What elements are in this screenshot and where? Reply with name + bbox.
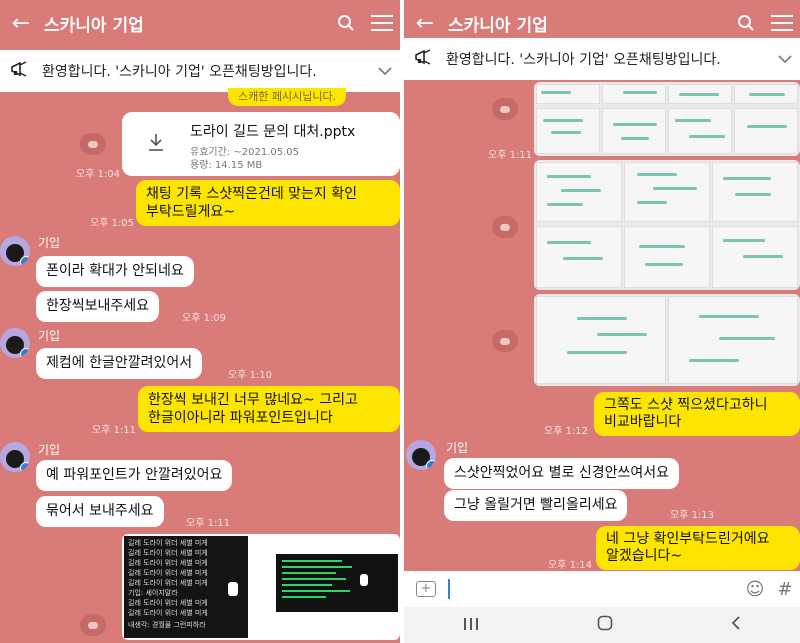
message-line: 부탁드릴게요~: [146, 204, 236, 220]
hash-icon[interactable]: #: [777, 578, 793, 600]
top-bar: ← 스카니아 기업: [0, 0, 400, 46]
plus-icon[interactable]: +: [416, 581, 436, 597]
message-time: 오후 1:11: [186, 518, 231, 529]
image-attachment[interactable]: 길레 도라이 위더 셰별 미게 길레 도라이 위더 셰별 미게 길레 도라이 위…: [122, 534, 400, 640]
message-line: 알겠습니다~: [606, 548, 683, 564]
menu-icon[interactable]: [364, 15, 400, 31]
message-time: 오후 1:10: [228, 370, 273, 381]
other-message: 제컴에 한글안깔려있어서: [36, 348, 203, 379]
share-icon[interactable]: [80, 614, 106, 636]
sender-name: 기입: [38, 443, 61, 457]
thumbnail-text: 길레 도라이 위더 셰별 미게: [128, 569, 208, 577]
screenshot-thumbnail: 길레 도라이 위더 셰별 미게 길레 도라이 위더 셰별 미게 길레 도라이 위…: [124, 536, 248, 638]
my-message: 그쪽도 스샷 찍으셨다고하니 비교바랍니다: [594, 392, 800, 436]
share-icon[interactable]: [80, 133, 106, 155]
chat-title: 스카니아 기업: [44, 15, 144, 36]
back-arrow-icon[interactable]: ←: [415, 10, 435, 36]
share-icon[interactable]: [492, 216, 518, 238]
text-caret: [448, 579, 450, 599]
chevron-down-icon[interactable]: [370, 63, 400, 79]
sender-name: 기입: [38, 236, 61, 250]
notice-text: 환영합니다. '스카니아 기업' 오픈채팅방입니다.: [446, 52, 721, 68]
chat-title: 스카니아 기업: [448, 15, 548, 36]
thumbnail-text: 길레 도라이 위더 셰별 미게: [128, 599, 208, 607]
avatar[interactable]: [0, 442, 30, 472]
thumbnail-text: 길레 도라이 위더 셰별 미게: [128, 559, 208, 567]
thumbnail-text: 길레 도라이 위더 셰별 미게: [128, 579, 208, 587]
file-attachment[interactable]: 도라이 길드 문의 대처.pptx 유효기간: ~2021.05.05 용량: …: [122, 112, 400, 176]
file-expiry: 유효기간: ~2021.05.05: [190, 147, 299, 158]
cursor-icon: [228, 582, 238, 596]
my-message: 네 그냥 확인부탁드린거에요 알겠습니다~: [596, 526, 800, 570]
image-attachment[interactable]: [534, 160, 800, 290]
message-line: 한글이아니라 파워포인트입니다: [148, 410, 333, 426]
android-nav-bar: [404, 607, 800, 643]
image-attachment[interactable]: [534, 294, 800, 386]
avatar[interactable]: [406, 440, 436, 470]
other-message: 그냥 올릴거면 빨리올리세요: [444, 490, 628, 521]
chat-screen-right: ← 스카니아 기업 환영합니다. '스카니아 기업' 오픈채팅방입니다. 오후 …: [404, 0, 800, 643]
host-badge-icon: [20, 256, 30, 266]
message-line: 비교바랍니다: [604, 414, 682, 430]
my-message: 한장씩 보내긴 너무 많네요~ 그리고 한글이아니라 파워포인트입니다: [138, 386, 400, 432]
file-size: 용량: 14.15 MB: [190, 160, 263, 171]
search-icon[interactable]: [328, 14, 364, 32]
thumbnail-text: 내생각: 경월물 그런피하라: [128, 621, 206, 629]
download-icon[interactable]: [144, 130, 168, 154]
message-time: 오후 1:14: [548, 560, 593, 571]
message-time: 오후 1:04: [76, 169, 121, 180]
host-badge-icon: [426, 460, 436, 470]
thumbnail-text: 길레 도라이 위더 셰별 미게: [128, 609, 208, 617]
other-message: 한장씩보내주세요: [36, 291, 160, 322]
home-icon[interactable]: [597, 615, 613, 636]
back-arrow-icon[interactable]: ←: [11, 10, 31, 36]
file-name: 도라이 길드 문의 대처.pptx: [190, 124, 356, 140]
message-input-bar: + ☺ #: [404, 571, 800, 607]
chevron-down-icon[interactable]: [770, 51, 800, 67]
megaphone-icon: [10, 61, 32, 81]
share-icon[interactable]: [492, 98, 518, 120]
partial-my-message: 스캐한 페시시닙니다.: [228, 88, 347, 106]
notice-banner[interactable]: 환영합니다. '스카니아 기업' 오픈채팅방입니다.: [404, 38, 800, 80]
host-badge-icon: [20, 348, 30, 358]
sender-name: 기입: [446, 441, 469, 455]
menu-icon[interactable]: [764, 15, 800, 31]
message-time: 오후 1:12: [544, 426, 589, 437]
other-message: 예 파워포인트가 안깔려있어요: [36, 460, 233, 491]
other-message: 스샷안찍었어요 별로 신경안쓰여서요: [444, 458, 679, 489]
emoji-icon[interactable]: ☺: [745, 578, 765, 600]
avatar[interactable]: [0, 236, 30, 266]
notice-text: 환영합니다. '스카니아 기업' 오픈채팅방입니다.: [42, 64, 317, 80]
message-line: 네 그냥 확인부탁드린거에요: [606, 531, 770, 547]
message-time: 오후 1:11: [488, 150, 533, 161]
my-message: 채팅 기록 스샷찍은건데 맞는지 확인 부탁드릴게요~: [136, 180, 400, 226]
recent-apps-icon[interactable]: [463, 615, 479, 636]
message-line: 한장씩 보내긴 너무 많네요~ 그리고: [148, 392, 358, 408]
back-nav-icon[interactable]: [731, 615, 741, 636]
notice-banner[interactable]: 환영합니다. '스카니아 기업' 오픈채팅방입니다.: [0, 50, 400, 92]
thumbnail-text: 길레 도라이 위더 셰별 미게: [128, 549, 208, 557]
message-line: 그쪽도 스샷 찍으셨다고하니: [604, 397, 768, 413]
chat-screen-left: ← 스카니아 기업 환영합니다. '스카니아 기업' 오픈채팅방입니다. 스캐한…: [0, 0, 400, 643]
message-time: 오후 1:05: [90, 218, 135, 229]
screenshot-thumbnail: [276, 554, 398, 612]
other-message: 묶어서 보내주세요: [36, 496, 164, 527]
sender-name: 기입: [38, 329, 61, 343]
thumbnail-text: 길레 도라이 위더 셰별 미게: [128, 539, 208, 547]
megaphone-icon: [414, 49, 436, 69]
cursor-icon: [360, 574, 368, 586]
thumbnail-text: 기입: 셰이지말라: [128, 589, 178, 597]
other-message: 폰이라 확대가 안되네요: [36, 256, 194, 287]
top-bar: ← 스카니아 기업: [404, 0, 800, 46]
message-line: 채팅 기록 스샷찍은건데 맞는지 확인: [146, 186, 357, 202]
image-attachment[interactable]: [534, 82, 800, 156]
search-icon[interactable]: [728, 14, 764, 32]
avatar[interactable]: [0, 328, 30, 358]
message-time: 오후 1:11: [92, 425, 137, 436]
host-badge-icon: [20, 462, 30, 472]
message-time: 오후 1:13: [670, 510, 715, 521]
panel-divider: [400, 0, 404, 643]
message-time: 오후 1:09: [182, 313, 227, 324]
share-icon[interactable]: [492, 330, 518, 352]
